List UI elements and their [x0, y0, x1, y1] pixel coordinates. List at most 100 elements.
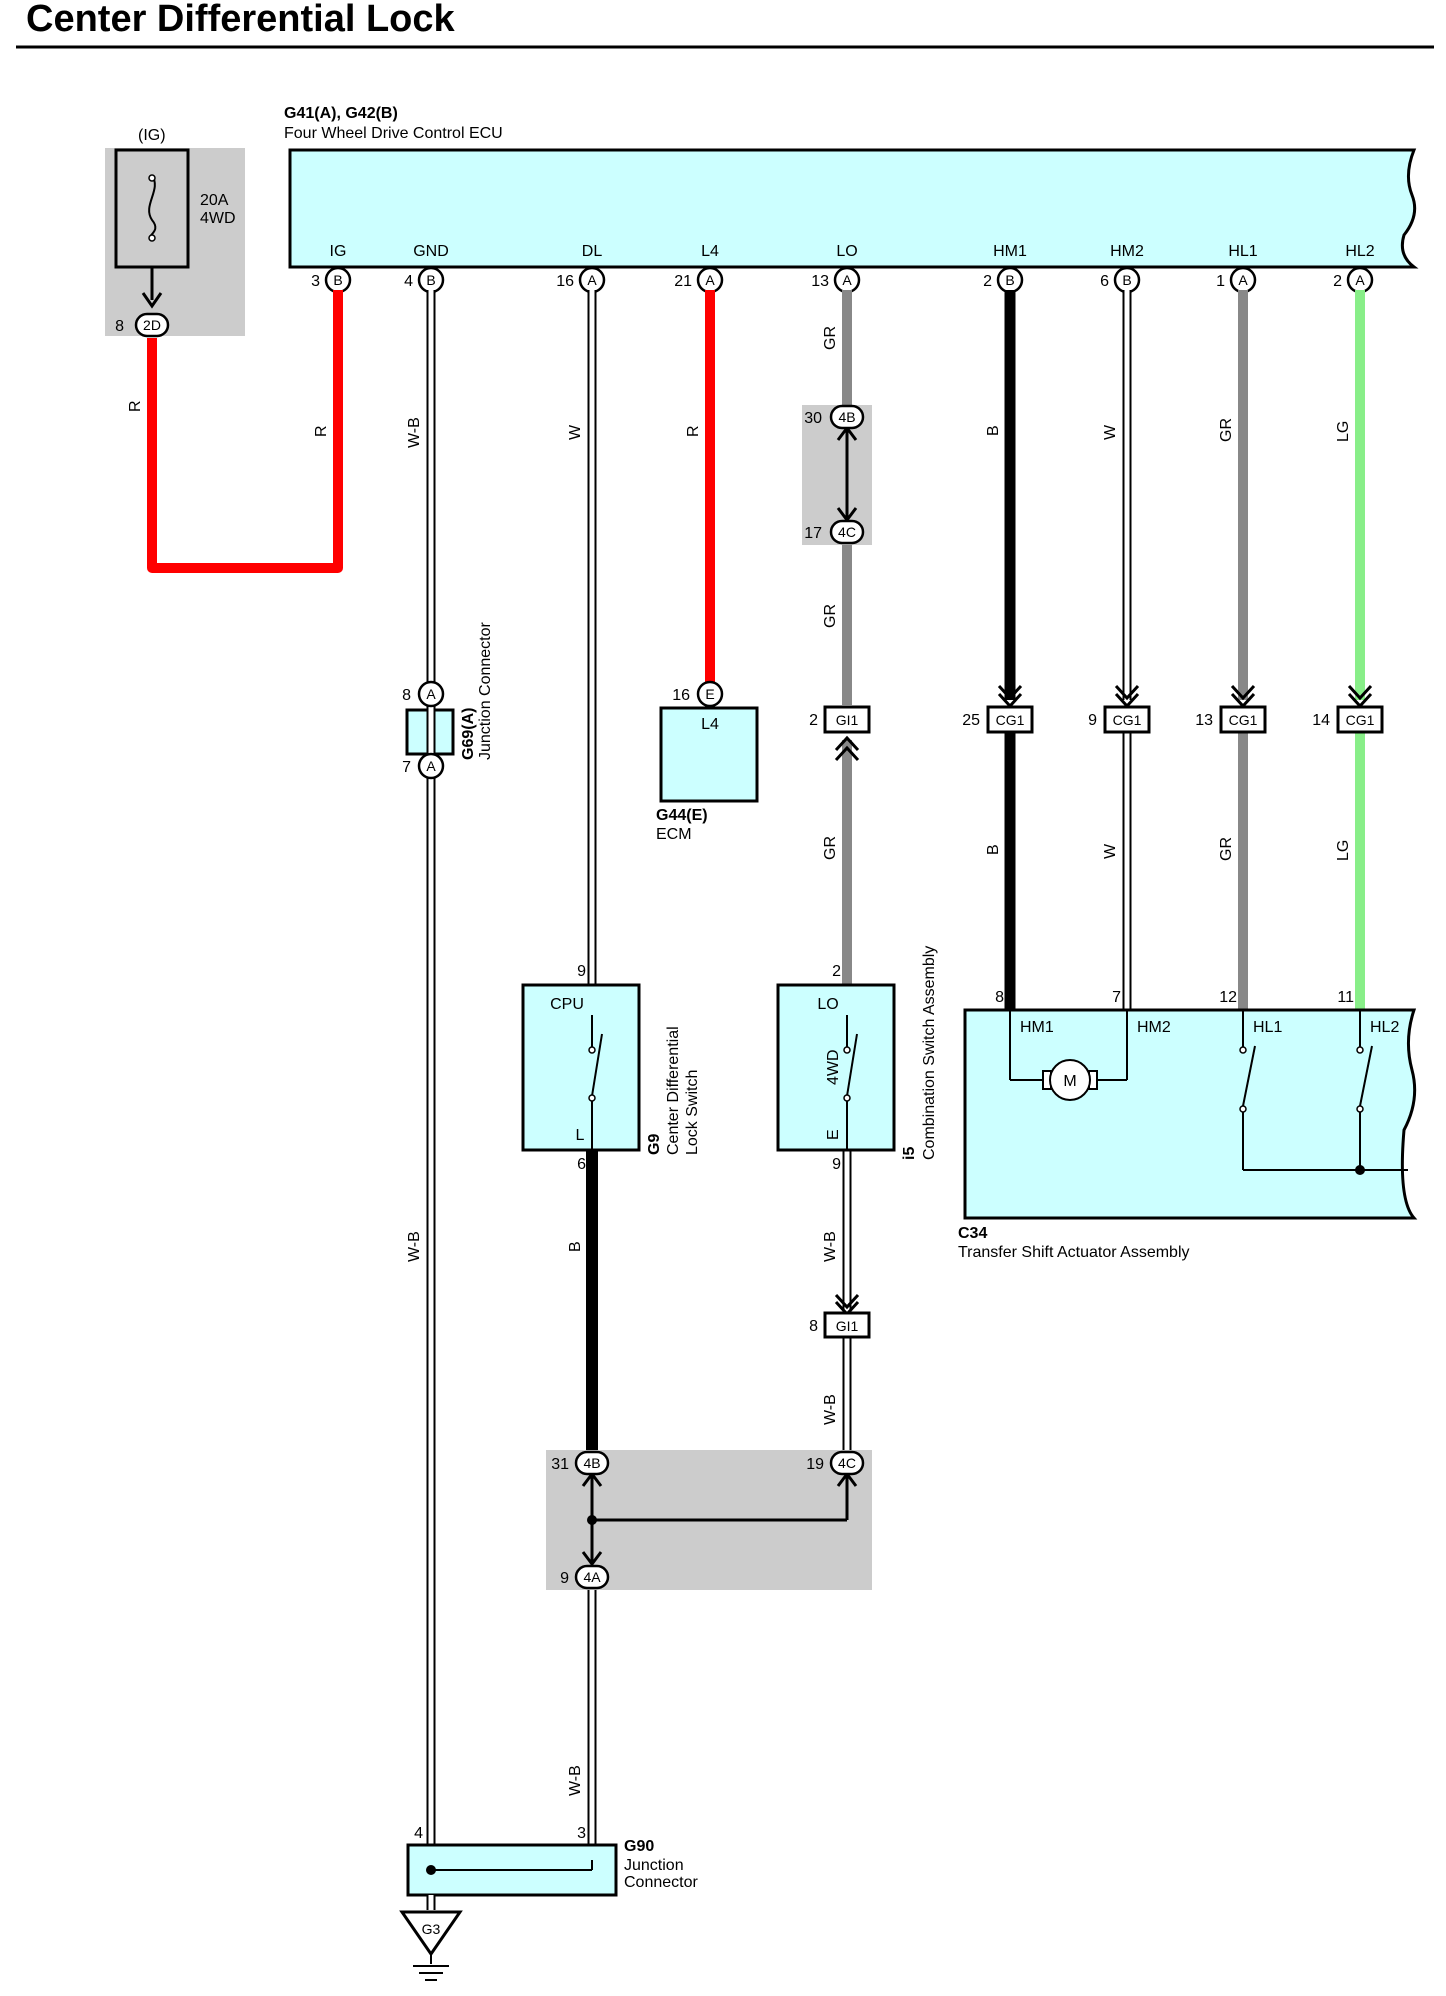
ecu-terminal-dl: DL A 16 — [556, 243, 606, 294]
ecu-terminal-pin: 1 — [1216, 273, 1225, 290]
actuator-terminal-pin: 12 — [1219, 989, 1237, 1006]
bj-out-conn: 4A — [583, 1569, 601, 1585]
wire-label-lo-1: GR — [822, 326, 839, 350]
wire-label-ig: R — [313, 425, 330, 437]
ecu-terminal-pin: 16 — [556, 273, 574, 290]
wire-label-gnd-lower: W-B — [406, 1231, 423, 1262]
wire-label-l4: R — [685, 425, 702, 437]
switch-i5: 2 LO 4WD E 9 i5 Combination Switch Assem… — [776, 946, 938, 1173]
ecu-terminal-pin: 3 — [311, 273, 320, 290]
ecu-terminal-pin: 4 — [404, 273, 413, 290]
ecu-terminal-pin: 21 — [674, 273, 692, 290]
ecu-terminal-label: GND — [413, 243, 449, 260]
ecu-terminal-conn: A — [842, 272, 852, 288]
junction-lo-top-conn: 4B — [838, 409, 855, 425]
g69-id: G69(A) — [460, 708, 477, 760]
ecm-terminal: L4 — [701, 716, 719, 733]
ecm: E 16 L4 G44(E) ECM — [656, 680, 759, 843]
g9-term-top: CPU — [550, 996, 584, 1013]
page-title: Center Differential Lock — [26, 0, 455, 40]
ecu-name: Four Wheel Drive Control ECU — [284, 125, 503, 142]
gi1-top-conn: GI1 — [836, 712, 859, 728]
g90-id: G90 — [624, 1838, 654, 1855]
wire-label-fuse: R — [127, 400, 144, 412]
wire-fuse-ig — [147, 290, 343, 573]
ecu-terminal-l4: L4A 21 — [674, 243, 724, 294]
actuator-c34: M C34 Transfer Shift Actuator Assembly — [958, 1008, 1418, 1261]
actuator-terminal-label: HM2 — [1137, 1019, 1171, 1036]
g9-name: Center Differential — [665, 1026, 682, 1155]
ecm-pin: 16 — [672, 687, 690, 704]
ecu-terminal-pin: 2 — [983, 273, 992, 290]
junction-lo-bottom-pin: 17 — [804, 525, 822, 542]
cg1-pin: 14 — [1312, 712, 1330, 729]
i5-term-bottom: E — [825, 1129, 842, 1140]
ecu-terminal-label: LO — [836, 243, 857, 260]
g9-name2: Lock Switch — [684, 1070, 701, 1155]
ecu-terminal-conn: A — [705, 272, 715, 288]
cg1-pin: 13 — [1195, 712, 1213, 729]
bj-left-conn: 4B — [583, 1455, 600, 1471]
ecm-id: G44(E) — [656, 807, 708, 824]
ground-id: G3 — [422, 1921, 441, 1937]
wire-label-i5-bottom: W-B — [822, 1231, 839, 1262]
ecu-ids: G41(A), G42(B) — [284, 105, 398, 122]
ecu-terminal-pin: 13 — [811, 273, 829, 290]
bj-right-conn: 4C — [838, 1455, 856, 1471]
g90-name2: Connector — [624, 1874, 698, 1891]
cg1-connector: CG1 14 — [1312, 684, 1384, 734]
actuator-terminal-pin: 7 — [1112, 989, 1121, 1006]
actuator-terminal-pin: 8 — [995, 989, 1004, 1006]
g69-top-conn: A — [426, 686, 436, 702]
junction-g90: 4 3 G90 Junction Connector — [406, 1825, 698, 1897]
wire-label-hl2: LG — [1335, 421, 1352, 442]
ecu-terminal-label: DL — [582, 243, 603, 260]
bj-right-pin: 19 — [806, 1456, 824, 1473]
junction-g69: A 8 A 7 G69(A) Junction Connector — [402, 621, 494, 780]
gi1-bottom-pin: 8 — [809, 1318, 818, 1335]
g90-pin-right: 3 — [577, 1825, 586, 1842]
ecu-terminal-label: IG — [330, 243, 347, 260]
wire-label-i5-bottom-2: W-B — [822, 1394, 839, 1425]
g9-pin-bottom: 6 — [577, 1156, 586, 1173]
i5-pin-top: 2 — [832, 963, 841, 980]
fuse-pin: 8 — [115, 318, 124, 335]
actuator-terminal-label: HL2 — [1370, 1019, 1399, 1036]
g90-pin-left: 4 — [414, 1825, 423, 1842]
cg1-conn-label: CG1 — [1346, 712, 1375, 728]
ecu-terminal-label: L4 — [701, 243, 719, 260]
wire-color-labels: R R W-B W-B W R GR GR GR B B W W GR GR L… — [127, 326, 1352, 1796]
g69-bottom-pin: 7 — [402, 759, 411, 776]
wire-label-lo-2: GR — [822, 604, 839, 628]
actuator-body — [963, 1008, 1418, 1220]
ecm-conn: E — [705, 686, 714, 702]
i5-pin-bottom: 9 — [832, 1156, 841, 1173]
g69-bottom-conn: A — [426, 758, 436, 774]
wire-label-hm2-lower: W — [1102, 843, 1119, 859]
wire-label-hm1-lower: B — [985, 844, 1002, 855]
g9-term-bottom: L — [576, 1127, 585, 1144]
junction-lo-top-pin: 30 — [804, 410, 822, 427]
junction-bottom: 4B 31 4C 19 4A 9 — [546, 1450, 872, 1590]
ecu-terminal-conn: A — [1238, 272, 1248, 288]
g69-name: Junction Connector — [477, 621, 494, 760]
bj-out-pin: 9 — [560, 1570, 569, 1587]
junction-lo: 4B 30 4C 17 — [802, 404, 872, 545]
cg1-conn-label: CG1 — [1113, 712, 1142, 728]
wire-label-dl: W — [567, 424, 584, 440]
i5-inner: 4WD — [825, 1049, 842, 1085]
ecu-body — [288, 148, 1419, 269]
ecu-terminal-conn: A — [587, 272, 597, 288]
cg1-conn-label: CG1 — [996, 712, 1025, 728]
ecm-name: ECM — [656, 826, 692, 843]
g9-pin-top: 9 — [577, 963, 586, 980]
